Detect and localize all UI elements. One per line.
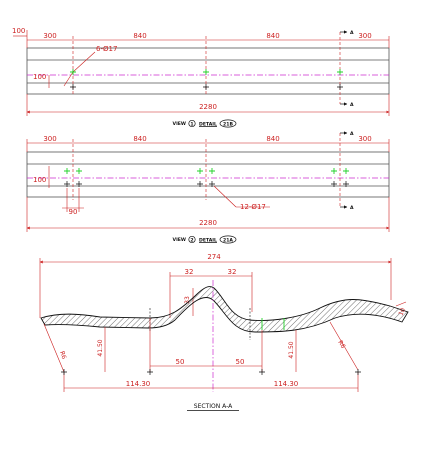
total-length-1: 2280 — [199, 103, 217, 111]
hole-callout-2: 12-Ø17 — [240, 203, 266, 211]
title-label-2: DETAIL — [199, 237, 217, 243]
black-hole-markers — [70, 84, 343, 90]
dim-840-b: 840 — [266, 32, 279, 40]
beam-outline-2 — [26, 151, 390, 198]
section-mark-bottom: A — [350, 102, 354, 108]
radius-left: R6 — [58, 350, 67, 360]
title-num-2: 2 — [190, 237, 193, 243]
dim-50-right: 50 — [236, 358, 245, 366]
dim-840-a: 840 — [133, 32, 146, 40]
height-right: 41.50 — [288, 341, 295, 358]
title-label: DETAIL — [199, 121, 217, 127]
dim-100-top: 100 — [12, 27, 25, 35]
green-hole-markers — [70, 69, 343, 75]
dim-50-left: 50 — [176, 358, 185, 366]
dim-840-a-2: 840 — [133, 135, 146, 143]
view-2-title: VIEW 2 DETAIL 21A — [173, 235, 237, 244]
dim-90: 90 — [69, 208, 78, 216]
title-ref-2: 21A — [223, 237, 233, 243]
section-mark-bottom-2: A — [350, 205, 354, 211]
dim-32-right: 32 — [228, 268, 237, 276]
title-prefix: VIEW — [173, 121, 186, 127]
dim-100-side-2: 100 — [33, 176, 46, 184]
radius-right: R6 — [336, 339, 346, 350]
dim-33: 33 — [184, 296, 191, 304]
black-hole-markers-2 — [64, 181, 349, 187]
dim-32-left: 32 — [185, 268, 194, 276]
section-a-a: 274 32 32 33 10 R6 R6 41.50 41.50 — [39, 253, 409, 411]
title-num: 1 — [190, 121, 193, 127]
green-hole-markers-2 — [64, 168, 349, 174]
total-length-2: 2280 — [199, 219, 217, 227]
beam-outline-1 — [26, 47, 390, 95]
section-mark-top: A — [350, 30, 354, 36]
view-2: 300 840 840 300 100 90 12-Ø17 — [26, 131, 390, 244]
title-prefix-2: VIEW — [173, 237, 186, 243]
dim-10: 10 — [397, 307, 407, 317]
dim-300-left-2: 300 — [43, 135, 56, 143]
section-mark-top-2: A — [350, 131, 354, 137]
dim-114-right: 114.30 — [274, 380, 299, 388]
dim-300-right-2: 300 — [358, 135, 371, 143]
dim-114-left: 114.30 — [126, 380, 151, 388]
hole-callout-1: 6-Ø17 — [96, 45, 117, 53]
height-left: 41.50 — [97, 339, 104, 356]
dim-300-left: 300 — [43, 32, 56, 40]
title-ref: 21B — [223, 121, 233, 127]
dim-840-b-2: 840 — [266, 135, 279, 143]
dim-274: 274 — [207, 253, 221, 261]
view-1-title: VIEW 1 DETAIL 21B — [173, 119, 237, 128]
section-title: SECTION A-A — [194, 403, 233, 410]
dim-300-right: 300 — [358, 32, 371, 40]
section-profile — [40, 286, 409, 333]
view-1: 300 840 840 300 100 100 6-Ø17 A A — [12, 27, 390, 128]
dim-100-side: 100 — [33, 73, 46, 81]
